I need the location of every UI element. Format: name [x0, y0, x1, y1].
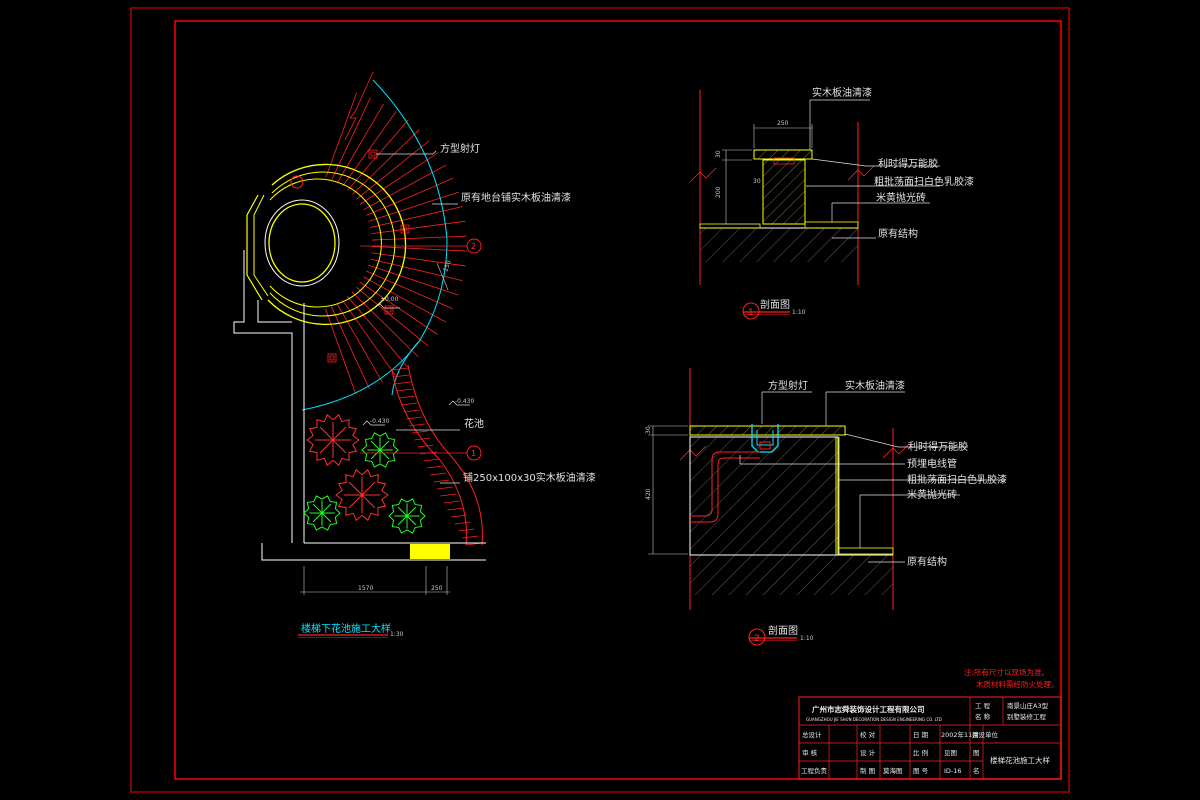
plan-dimensions: [300, 262, 450, 595]
s2-dim-height: 420: [645, 488, 652, 500]
callout-1-number: 1: [471, 449, 476, 458]
callout-2: 2: [360, 238, 482, 254]
tb-r2-c5: 建设单位: [972, 730, 999, 739]
tb-r3-c4: 见图: [944, 749, 957, 757]
tb-r2-c2: 校 对: [860, 730, 876, 739]
plant-green-3: [388, 498, 426, 534]
tb-project-name-1: 南景山庄A3型: [1007, 701, 1049, 710]
plan-walls: [233, 250, 486, 561]
plant-red-1: [306, 413, 360, 467]
plant-red-2: [335, 468, 389, 522]
plant-green-2: [303, 495, 341, 531]
tb-r4-c1: 工程负责: [801, 766, 828, 775]
stair-outer-curve: [372, 79, 448, 396]
s2-label-glue: 利时得万能胶: [908, 440, 968, 453]
inner-frame: [174, 20, 1062, 780]
s1-number: 1: [748, 308, 754, 318]
tb-r4-c2: 制 图: [860, 766, 875, 775]
tb-r3-c2: 设 计: [860, 748, 876, 757]
elevation-marks: [362, 303, 470, 426]
s1-label-top-board: 实木板油清漆: [812, 86, 872, 99]
label-planter: 花池: [464, 417, 484, 430]
s2-dim-thick: 30: [645, 426, 652, 434]
elevation-2: -0.430: [455, 398, 475, 405]
s2-label-paint: 粗批荡面扫白色乳胶漆: [907, 473, 1007, 486]
plan-title-scale: 1:30: [390, 631, 404, 638]
s1-dim-height: 200: [715, 186, 722, 198]
s1-scale: 1:10: [792, 309, 806, 316]
s1-label-paint: 粗批荡面扫白色乳胶漆: [874, 175, 974, 188]
s1-label-existing: 原有结构: [878, 227, 918, 240]
elevation-1: ±0.00: [380, 296, 399, 303]
tb-company-en: GUANGZHOU JIE SHUN DECORATION DESIGN ENG…: [806, 717, 942, 722]
note-line-2: 木质材料需经防火处理。: [976, 679, 1059, 689]
dim-side: 250: [431, 585, 443, 592]
dim-main: 1570: [358, 585, 373, 592]
tb-r4-c5: ID-16: [944, 767, 962, 775]
s2-label-existing: 原有结构: [907, 555, 947, 568]
s1-label-glue: 利时得万能胶: [878, 157, 938, 170]
section-2: 30 420 方型射灯 实木板油清漆 利时得万能胶 预埋电线管 粗批荡面扫白色乳…: [645, 368, 1007, 646]
s2-label-tile: 米黄抛光砖: [907, 488, 957, 501]
top-rail-circle: [290, 175, 304, 189]
plan-view: 方型射灯 原有地台铺实木板油清漆 花池 铺250x100x30实木板油清漆 2 …: [233, 71, 596, 638]
s2-label-conduit: 预埋电线管: [907, 457, 957, 470]
stair-radial-lines: [325, 92, 467, 394]
tb-drawing-name: 楼梯花池施工大样: [990, 755, 1050, 765]
callout-1: 1: [360, 445, 482, 461]
dim-radius: 250: [442, 259, 453, 272]
planter-wall-inner: [407, 364, 483, 546]
label-wood-strip: 铺250x100x30实木板油清漆: [463, 471, 596, 484]
tb-project-name-2: 别墅装修工程: [1007, 712, 1047, 721]
plant-group: [303, 413, 426, 534]
callout-2-number: 2: [471, 242, 476, 251]
s1-dim-thick: 30: [715, 150, 722, 158]
plan-title: 楼梯下花池施工大样: [301, 622, 391, 635]
stair-inner-curve: [301, 339, 421, 411]
tb-r2-c3: 日 期: [913, 731, 929, 739]
s1-label-tile: 米黄抛光砖: [876, 191, 926, 204]
s1-dim-width: 250: [777, 120, 789, 127]
tb-r3-c1: 审 核: [802, 748, 818, 757]
yellow-step: [410, 544, 450, 559]
label-spotlight: 方型射灯: [440, 142, 480, 155]
tb-r3-c3: 比 例: [913, 748, 928, 757]
tb-r2-c4: 2002年11月: [941, 730, 979, 739]
s2-scale: 1:10: [800, 635, 814, 642]
plant-green-1: [361, 432, 399, 468]
s2-label-spotlight: 方型射灯: [768, 379, 808, 392]
tb-project-label-2: 名 称: [975, 712, 991, 721]
tb-r4-c6: 名: [973, 766, 980, 775]
s2-number: 2: [754, 634, 760, 644]
tb-r4-c3: 莫海图: [883, 766, 903, 775]
planter-wall-outer: [391, 369, 467, 546]
tb-r3-c5: 图: [973, 749, 980, 757]
s2-title: 剖面图: [768, 624, 798, 637]
note-line-1: 注:所有尺寸以现场为准。: [964, 667, 1049, 677]
tb-project-label-1: 工 程: [975, 701, 991, 710]
section-1: 250 30 200 30 实木板油清漆 利时得万能胶 粗批荡面扫白色乳胶漆 米…: [689, 86, 974, 320]
s1-dim-thick2: 30: [753, 178, 761, 185]
outer-frame: [130, 7, 1070, 793]
column-rings: [246, 163, 407, 326]
s1-title: 剖面图: [760, 298, 790, 311]
elevation-3: -0.430: [370, 418, 390, 425]
plan-leaders: [376, 150, 460, 484]
break-line: [344, 71, 374, 141]
title-block: 广州市志舜装饰设计工程有限公司 GUANGZHOU JIE SHUN DECOR…: [798, 696, 1062, 780]
tb-r4-c4: 图 号: [913, 767, 929, 775]
tb-r2-c1: 总设计: [802, 730, 822, 739]
tb-company-cn: 广州市志舜装饰设计工程有限公司: [812, 704, 925, 714]
label-existing-platform: 原有地台铺实木板油清漆: [461, 191, 571, 204]
s2-label-top-board: 实木板油清漆: [845, 379, 905, 392]
